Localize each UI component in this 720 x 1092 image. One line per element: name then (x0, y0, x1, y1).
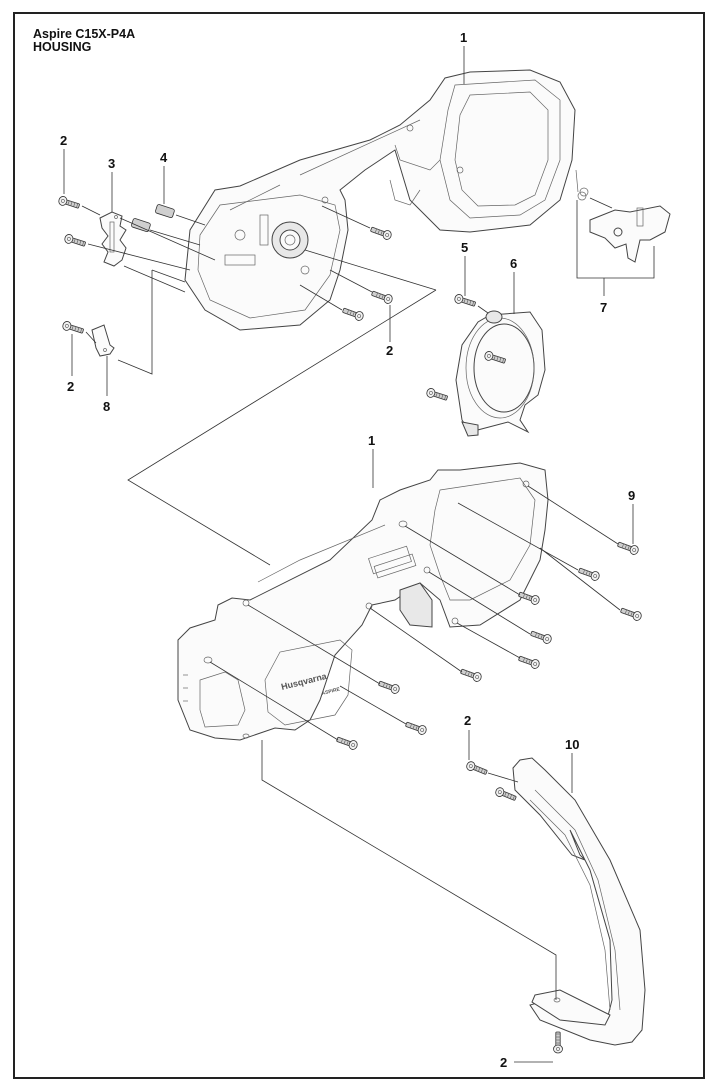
callout-6[interactable]: 6 (510, 256, 517, 314)
callout-1-bottom[interactable]: 1 (368, 433, 375, 488)
screw-icon (61, 320, 85, 336)
section-title: HOUSING (33, 40, 92, 54)
svg-text:1: 1 (368, 433, 375, 448)
svg-text:9: 9 (628, 488, 635, 503)
screw-icon (63, 233, 87, 249)
sprocket-cover-ring-part (455, 310, 546, 437)
housing-left-half (184, 69, 576, 331)
screw-icon (369, 224, 393, 241)
callout-1-top[interactable]: 1 (460, 30, 467, 84)
screw-icon (493, 786, 518, 804)
callout-7[interactable]: 7 (576, 200, 655, 315)
svg-text:2: 2 (67, 379, 74, 394)
callout-4[interactable]: 4 (160, 150, 168, 204)
screw-leader-lines (209, 485, 621, 741)
screw-icon (464, 760, 489, 778)
diagram-frame (13, 12, 705, 1079)
svg-text:2: 2 (60, 133, 67, 148)
callout-8[interactable]: 8 (103, 356, 110, 414)
callout-9[interactable]: 9 (628, 488, 635, 544)
callout-5[interactable]: 5 (461, 240, 468, 296)
svg-text:8: 8 (103, 399, 110, 414)
model-title: Aspire C15X-P4A (33, 27, 136, 41)
threaded-insert-part (131, 204, 175, 233)
callout-3[interactable]: 3 (108, 156, 115, 212)
screw-icon (370, 288, 394, 305)
screw-icon (341, 305, 365, 322)
svg-text:2: 2 (386, 343, 393, 358)
svg-text:4: 4 (160, 150, 168, 165)
trigger-assembly-part (575, 169, 671, 263)
svg-text:6: 6 (510, 256, 517, 271)
callout-2-mid-right[interactable]: 2 (386, 305, 393, 358)
svg-text:3: 3 (108, 156, 115, 171)
callout-10[interactable]: 10 (565, 737, 579, 793)
callout-2-bottom[interactable]: 2 (500, 1055, 553, 1070)
clip-part (91, 324, 115, 357)
callout-2-top-left[interactable]: 2 (60, 133, 67, 194)
housing-right-half: Husqvarna ASPIRE (177, 462, 549, 741)
screw-icon (425, 387, 449, 403)
svg-text:2: 2 (500, 1055, 507, 1070)
callout-2-handle-top[interactable]: 2 (464, 713, 471, 760)
svg-text:2: 2 (464, 713, 471, 728)
svg-text:10: 10 (565, 737, 579, 752)
callout-2-left[interactable]: 2 (67, 334, 74, 394)
bottom-screw (553, 1031, 563, 1054)
screw-icon (57, 195, 81, 211)
brand-logo-sub: ASPIRE (321, 686, 341, 696)
svg-text:7: 7 (600, 300, 607, 315)
front-handle-part (512, 757, 646, 1046)
svg-text:5: 5 (461, 240, 468, 255)
svg-text:1: 1 (460, 30, 467, 45)
bracket-part (99, 211, 127, 267)
